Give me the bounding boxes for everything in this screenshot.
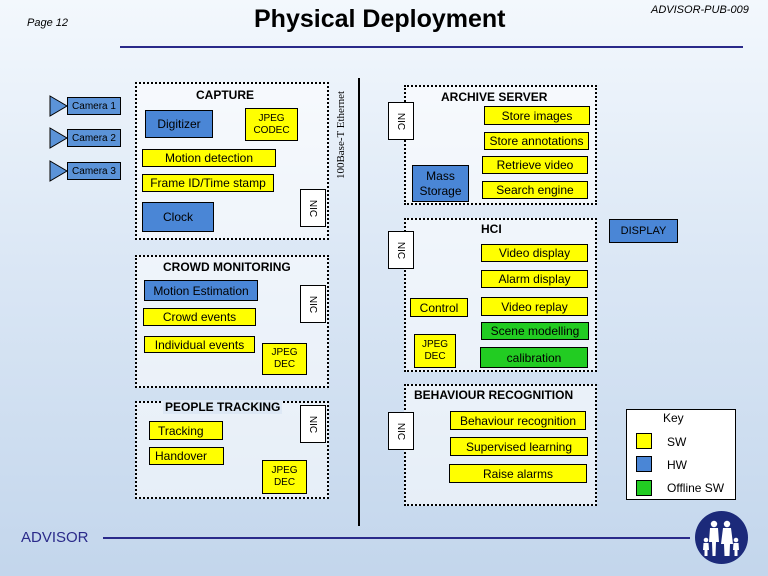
raise-alarms-box: Raise alarms bbox=[449, 464, 587, 483]
archive-nic: NIC bbox=[388, 102, 414, 140]
store-annotations-box: Store annotations bbox=[484, 132, 589, 150]
video-replay-box: Video replay bbox=[481, 297, 588, 316]
ethernet-label-text: 100Base-T Ethernet bbox=[335, 90, 348, 180]
document-id: ADVISOR-PUB-009 bbox=[651, 4, 749, 16]
behaviour-nic-label: NIC bbox=[395, 422, 407, 440]
people-nic-label: NIC bbox=[307, 415, 319, 433]
footer-brand: ADVISOR bbox=[21, 529, 89, 546]
key-sw-swatch bbox=[636, 433, 652, 449]
search-engine-box: Search engine bbox=[482, 181, 588, 199]
key-hw-swatch bbox=[636, 456, 652, 472]
alarm-display-box: Alarm display bbox=[481, 270, 588, 288]
ethernet-label: 100Base-T Ethernet bbox=[331, 80, 351, 190]
scene-modelling-box: Scene modelling bbox=[481, 322, 589, 340]
jpeg-codec-box: JPEG CODEC bbox=[245, 108, 298, 141]
archive-server-title: ARCHIVE SERVER bbox=[441, 90, 548, 104]
individual-events-box: Individual events bbox=[144, 336, 255, 353]
capture-title: CAPTURE bbox=[196, 88, 255, 102]
family-logo bbox=[694, 510, 749, 565]
hci-nic: NIC bbox=[388, 231, 414, 269]
header-rule bbox=[120, 46, 743, 48]
hci-jpeg-dec-box: JPEG DEC bbox=[414, 334, 456, 368]
capture-nic: NIC bbox=[300, 189, 326, 227]
behaviour-recognition-box: Behaviour recognition bbox=[450, 411, 586, 430]
handover-box: Handover bbox=[149, 447, 224, 465]
hci-nic-label: NIC bbox=[395, 241, 407, 259]
people-nic: NIC bbox=[300, 405, 326, 443]
people-tracking-title: PEOPLE TRACKING bbox=[163, 400, 283, 414]
crowd-nic: NIC bbox=[300, 285, 326, 323]
camera-1-icon bbox=[49, 95, 68, 117]
camera-3-icon bbox=[49, 160, 68, 182]
calibration-box: calibration bbox=[480, 347, 588, 368]
digitizer-box: Digitizer bbox=[145, 110, 213, 138]
crowd-events-box: Crowd events bbox=[143, 308, 256, 326]
tracking-box: Tracking bbox=[149, 421, 223, 440]
video-display-box: Video display bbox=[481, 244, 588, 262]
key-offline-sw-label: Offline SW bbox=[667, 481, 725, 495]
key-hw-label: HW bbox=[667, 458, 687, 472]
crowd-nic-label: NIC bbox=[307, 295, 319, 313]
ethernet-backbone bbox=[358, 78, 360, 526]
key-legend: Key SW HW Offline SW bbox=[626, 409, 736, 500]
page-number: Page 12 bbox=[27, 17, 68, 29]
capture-nic-label: NIC bbox=[307, 199, 319, 217]
store-images-box: Store images bbox=[484, 106, 590, 125]
camera-3-label: Camera 3 bbox=[67, 162, 121, 180]
mass-storage-box: Mass Storage bbox=[412, 165, 469, 202]
camera-2-label: Camera 2 bbox=[67, 129, 121, 147]
archive-nic-label: NIC bbox=[395, 112, 407, 130]
hci-title: HCI bbox=[481, 222, 502, 236]
crowd-monitoring-title: CROWD MONITORING bbox=[163, 260, 291, 274]
control-box: Control bbox=[410, 298, 468, 317]
key-title: Key bbox=[663, 411, 684, 425]
behaviour-nic: NIC bbox=[388, 412, 414, 450]
camera-1-label: Camera 1 bbox=[67, 97, 121, 115]
page-title: Physical Deployment bbox=[254, 5, 506, 33]
motion-estimation-box: Motion Estimation bbox=[144, 280, 258, 301]
people-jpeg-dec-box: JPEG DEC bbox=[262, 460, 307, 494]
clock-box: Clock bbox=[142, 202, 214, 232]
key-offline-sw-swatch bbox=[636, 480, 652, 496]
footer-rule bbox=[103, 537, 690, 539]
behaviour-recognition-title: BEHAVIOUR RECOGNITION bbox=[414, 388, 574, 402]
key-sw-label: SW bbox=[667, 435, 687, 449]
camera-2-icon bbox=[49, 127, 68, 149]
retrieve-video-box: Retrieve video bbox=[482, 156, 588, 174]
motion-detection-box: Motion detection bbox=[142, 149, 276, 167]
crowd-jpeg-dec-box: JPEG DEC bbox=[262, 343, 307, 375]
supervised-learning-box: Supervised learning bbox=[450, 437, 588, 456]
display-box: DISPLAY bbox=[609, 219, 678, 243]
frame-id-box: Frame ID/Time stamp bbox=[142, 174, 274, 192]
